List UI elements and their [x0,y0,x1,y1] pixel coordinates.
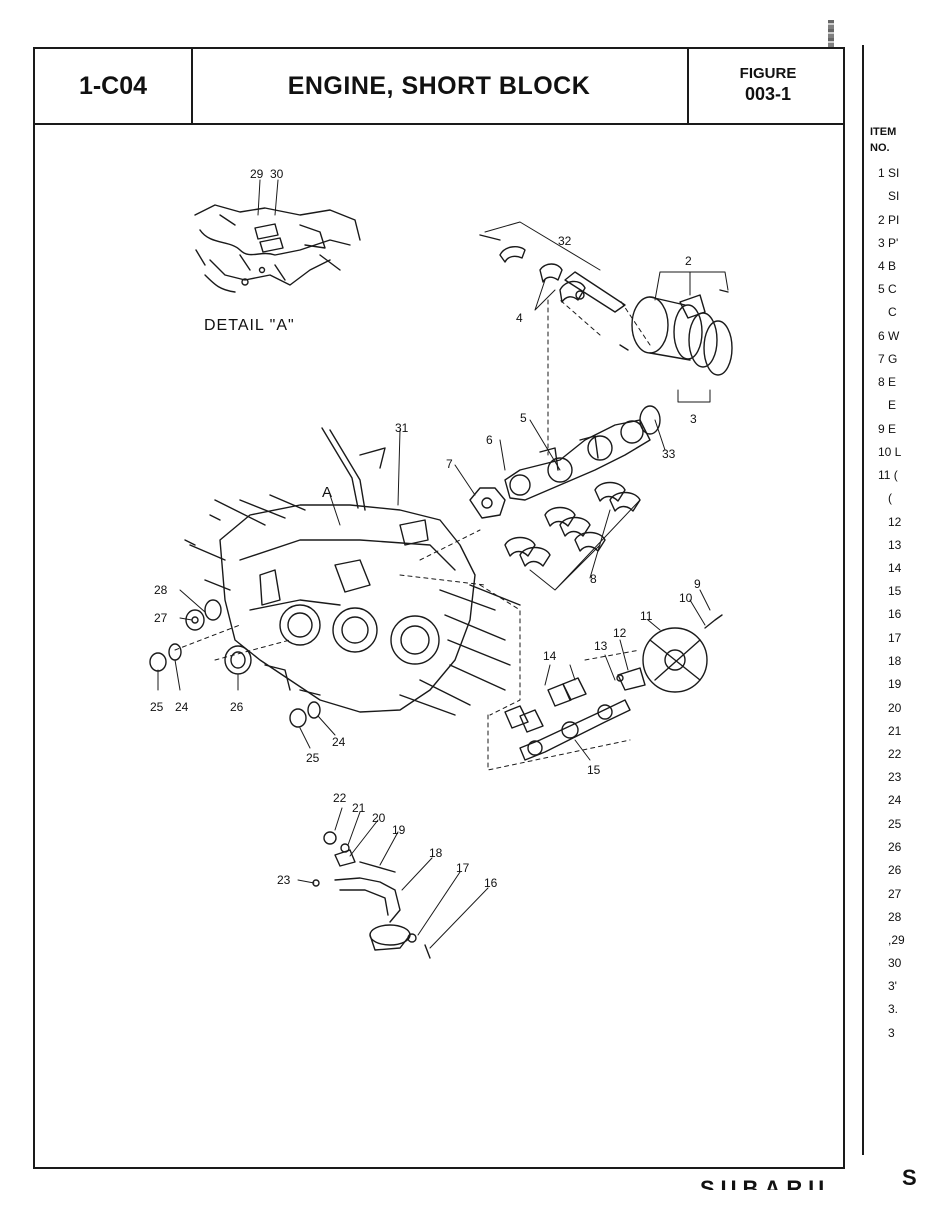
item-number-row: 8 E [878,375,897,389]
callout-23: 23 [277,873,291,887]
item-number-row: 21 [888,724,902,738]
callout-27: 27 [154,611,168,625]
item-number-row: 9 E [878,422,897,436]
item-number-row: 22 [888,747,902,761]
callout-30: 30 [270,167,284,181]
section-code: 1-C04 [35,49,193,123]
item-number-row: 5 C [878,282,897,296]
item-number-row: 2 PI [878,213,900,227]
callout-4: 4 [516,311,523,325]
leader-lines [157,179,729,949]
page-title: ENGINE, SHORT BLOCK [287,71,591,100]
callout-24-left: 24 [175,700,189,714]
figure-label: FIGURE [739,65,797,82]
callout-3: 3 [690,412,697,426]
item-header-line2: NO. [870,142,890,154]
crankcase-sketch [184,427,521,716]
callout-14: 14 [543,649,557,663]
item-number-row: 23 [888,770,902,784]
item-number-row: 10 L [878,445,902,459]
callout-12: 12 [613,626,627,640]
dashed-lines [174,299,651,771]
connecting-rod-sketch [479,234,626,313]
item-number-row: 15 [888,584,902,598]
item-number-row: E [888,398,897,412]
oil-pickup-sketch [312,831,431,959]
camshaft-sketch [504,614,723,761]
callout-31: 31 [395,421,409,435]
callout-10: 10 [679,591,693,605]
callout-28: 28 [154,583,168,597]
callout-25-bottom: 25 [306,751,320,765]
item-number-row: 27 [888,887,902,901]
callout-18: 18 [429,846,443,860]
figure-number: 003-1 [744,84,792,104]
item-no-header: ITEM NO. [870,124,896,156]
detail-a-label: DETAIL "A" [204,317,295,334]
callout-26: 26 [230,700,244,714]
item-number-row: 3' [888,979,897,993]
callout-20: 20 [372,811,386,825]
callout-8: 8 [590,572,597,586]
item-number-row: 3. [888,1002,899,1016]
item-number-row: 17 [888,631,902,645]
callout-9: 9 [694,577,701,591]
item-number-row: 12 [888,515,902,529]
detail-a-sketch [194,204,361,293]
main-bearings-sketch [504,481,641,567]
callout-32: 32 [558,234,572,248]
item-header-line1: ITEM [870,126,897,138]
callout-6: 6 [486,433,493,447]
footer-brand-corner: S [902,1165,917,1190]
detail-a-marker: A [322,484,332,501]
item-number-row: 13 [888,538,902,552]
callout-21: 21 [352,801,366,815]
callout-5: 5 [520,411,527,425]
item-number-row: 3 [888,1026,895,1040]
item-number-row: 26 [888,840,902,854]
callout-13: 13 [594,639,608,653]
item-number-row: 24 [888,793,902,807]
callout-2: 2 [685,254,692,268]
item-number-row: 4 B [878,259,897,273]
callout-17: 17 [456,861,470,875]
callout-11: 11 [640,609,653,623]
item-number-row: 30 [888,956,902,970]
callout-15: 15 [587,763,601,777]
item-number-row: 25 [888,817,902,831]
callout-19: 19 [392,823,406,837]
callout-24-bottom: 24 [332,735,346,749]
callout-22: 22 [333,791,347,805]
item-number-row: 20 [888,701,902,715]
piston-sketch [619,289,733,376]
item-number-row: ,29 [888,933,905,947]
crankshaft-sketch [504,405,661,501]
callout-25-left: 25 [150,700,164,714]
footer-brand-partial: SUBARU [700,1176,831,1190]
item-number-row: C [888,305,897,319]
item-number-row: 18 [888,654,902,668]
adjacent-page-edge [862,45,924,1155]
page-header: 1-C04 ENGINE, SHORT BLOCK FIGURE 003-1 [35,49,843,125]
item-number-row: 1 SI [878,166,900,180]
item-number-row: 28 [888,910,902,924]
item-number-row: 19 [888,677,902,691]
item-number-row: 3 P' [878,236,899,250]
callout-33: 33 [662,447,676,461]
callout-7: 7 [446,457,453,471]
item-number-row: ( [888,491,892,505]
item-number-row: 16 [888,607,902,621]
callout-29: 29 [250,167,264,181]
callout-16: 16 [484,876,498,890]
crank-gear-sketch [469,487,506,519]
item-number-row: 11 ( [878,468,898,482]
item-number-row: 7 G [878,352,898,366]
item-number-row: 6 W [878,329,900,343]
item-number-row: 14 [888,561,902,575]
item-number-row: SI [888,189,900,203]
item-number-row: 26 [888,863,902,877]
parts-page: 1-C04 ENGINE, SHORT BLOCK FIGURE 003-1 [33,47,845,1169]
figure-box: FIGURE 003-1 [687,49,847,123]
